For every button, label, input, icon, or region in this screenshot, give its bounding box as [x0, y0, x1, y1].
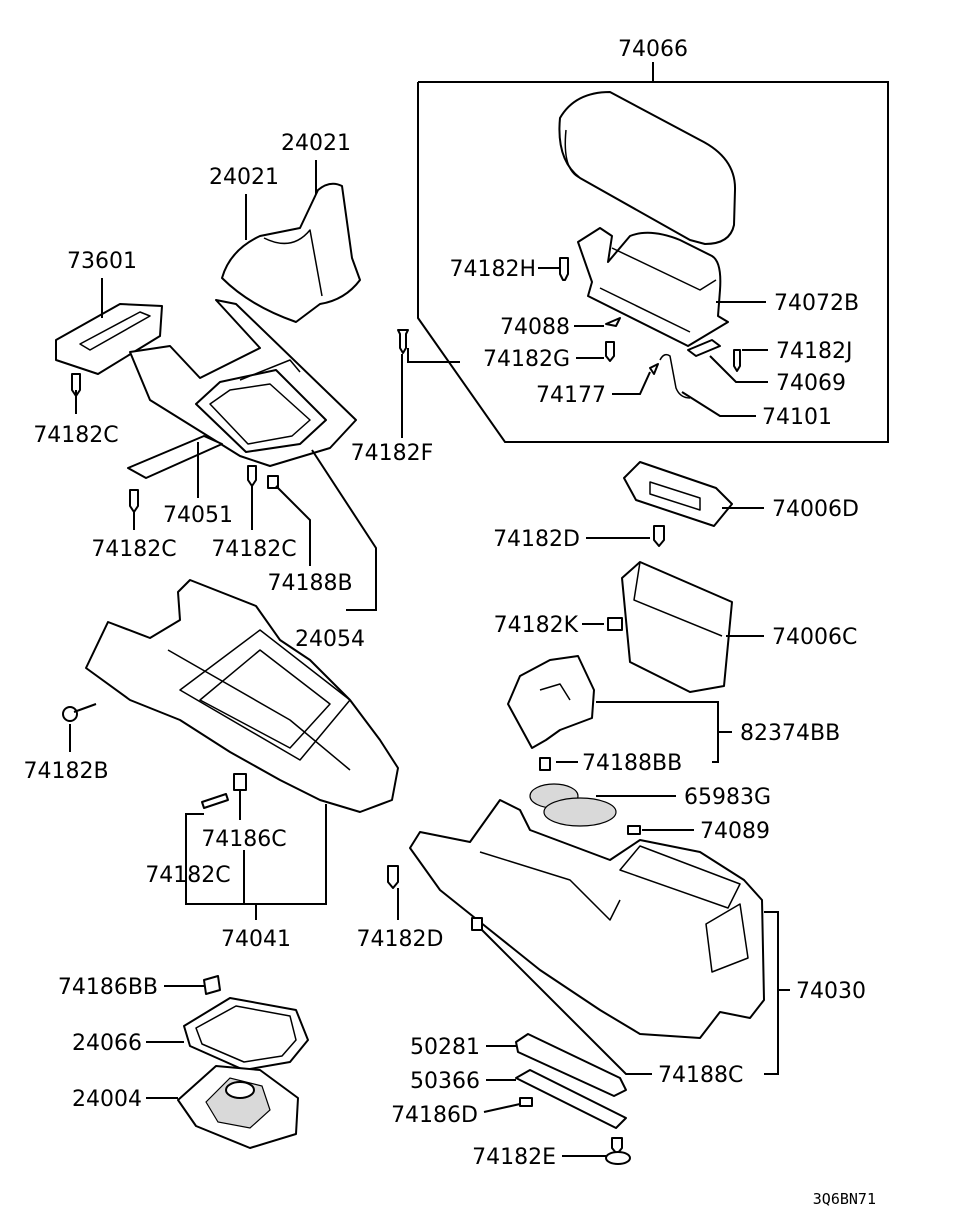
- label-50366: 50366: [410, 1069, 480, 1094]
- label-24054: 24054: [295, 627, 365, 652]
- label-74088: 74088: [500, 315, 570, 340]
- label-24004: 24004: [72, 1087, 142, 1112]
- label-74006D: 74006D: [772, 497, 859, 522]
- label-74182F: 74182F: [351, 441, 434, 466]
- shift-boot-lower-drawing: [177, 975, 309, 1149]
- label-74186C: 74186C: [201, 827, 286, 852]
- leader-lines: [69, 160, 790, 1157]
- diagram-code: 3Q6BN71: [813, 1190, 876, 1208]
- label-74186BB: 74186BB: [58, 975, 158, 1000]
- rubber-mats-drawing: [529, 783, 641, 835]
- label-74182C-mid-left: 74182C: [91, 537, 176, 562]
- shift-boot-drawing: [221, 182, 361, 323]
- armrest-assembly-frame: [417, 62, 889, 443]
- label-74182K: 74182K: [494, 613, 579, 638]
- side-bracket-drawing: [507, 655, 595, 771]
- label-74030: 74030: [796, 979, 866, 1004]
- label-50281: 50281: [410, 1035, 480, 1060]
- label-74041: 74041: [221, 927, 291, 952]
- label-74069: 74069: [776, 371, 846, 396]
- shift-panel-drawing: [129, 299, 357, 467]
- label-74182E: 74182E: [472, 1145, 556, 1170]
- label-24021-lower: 24021: [209, 165, 279, 190]
- bottom-trays-drawing: [515, 1033, 631, 1165]
- label-74051: 74051: [163, 503, 233, 528]
- label-74089: 74089: [700, 819, 770, 844]
- label-82374BB: 82374BB: [740, 721, 840, 746]
- armrest-lid-drawing: [558, 91, 737, 245]
- main-console-drawing: [409, 799, 765, 1039]
- console-frame-drawing: [85, 579, 399, 813]
- label-74182J: 74182J: [776, 339, 852, 364]
- label-74182C-lower: 74182C: [145, 863, 230, 888]
- pocket-drawing: [55, 303, 163, 375]
- armrest-hardware-drawing: [559, 257, 741, 399]
- label-24066: 24066: [72, 1031, 142, 1056]
- label-74072B: 74072B: [774, 291, 859, 316]
- label-74006C: 74006C: [772, 625, 857, 650]
- label-74182D-upper: 74182D: [493, 527, 580, 552]
- cover-plate-drawing: [127, 435, 223, 479]
- label-65983G: 65983G: [684, 785, 771, 810]
- label-74177: 74177: [536, 383, 606, 408]
- cup-holder-drawing: [623, 461, 733, 527]
- label-74182B: 74182B: [23, 759, 108, 784]
- label-24021-top: 24021: [281, 131, 351, 156]
- label-74066: 74066: [618, 37, 688, 62]
- label-73601: 73601: [67, 249, 137, 274]
- label-74182H: 74182H: [449, 257, 536, 282]
- label-74182D-lower: 74182D: [357, 927, 444, 952]
- label-74186D: 74186D: [391, 1103, 478, 1128]
- armrest-base-drawing: [577, 227, 729, 347]
- label-74101: 74101: [762, 405, 832, 430]
- label-74182C-left: 74182C: [33, 423, 118, 448]
- label-74182C-mid: 74182C: [211, 537, 296, 562]
- label-74182G: 74182G: [483, 347, 570, 372]
- label-74188B: 74188B: [267, 571, 352, 596]
- console-frame-screws-drawing: [62, 703, 399, 889]
- label-74188C: 74188C: [658, 1063, 743, 1088]
- part-number-labels: 74066 24021 24021 73601 74182H 74072B 74…: [23, 37, 876, 1208]
- label-74188BB: 74188BB: [582, 751, 682, 776]
- storage-box-drawing: [607, 525, 733, 693]
